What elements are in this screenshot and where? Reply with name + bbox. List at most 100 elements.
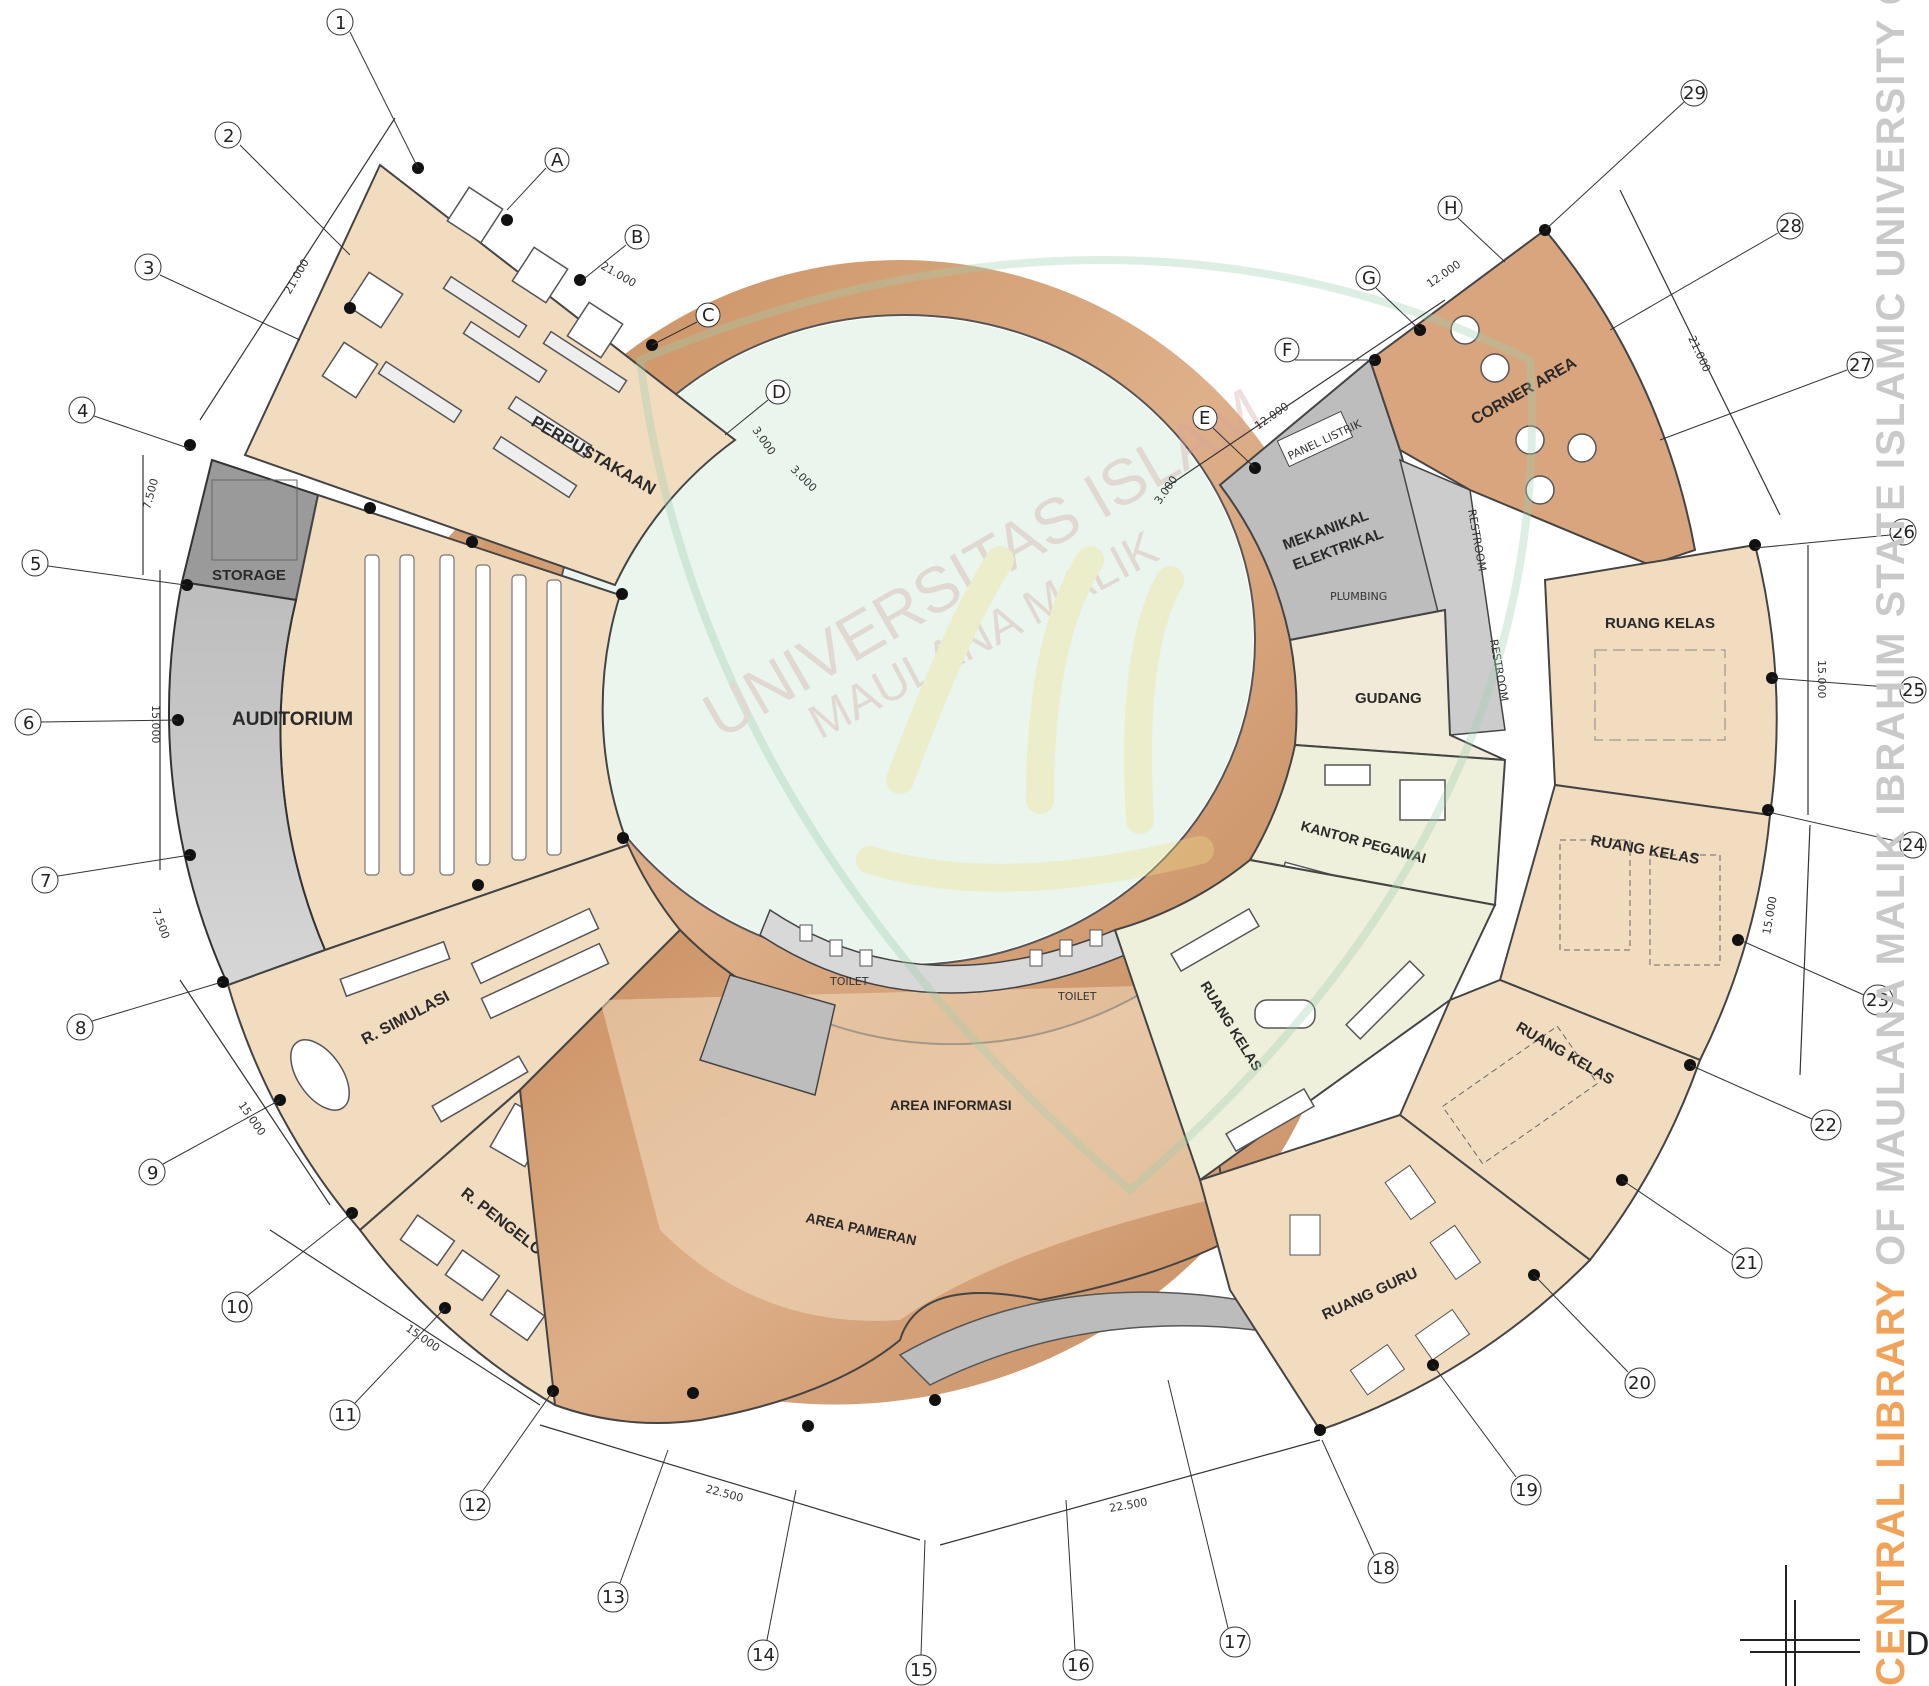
grid-bubble-28: 28 xyxy=(1609,212,1804,331)
svg-text:26: 26 xyxy=(1892,522,1915,543)
simulasi-desks xyxy=(339,907,610,1123)
dim-15000-r2: 15.000 xyxy=(1760,895,1779,935)
grid-bubble-7: 7 xyxy=(31,854,191,894)
grid-bubble-27: 27 xyxy=(1659,351,1874,441)
toilet-stalls xyxy=(799,924,1103,967)
grid-bubble-16: 16 xyxy=(1062,1499,1094,1681)
svg-text:A: A xyxy=(551,150,564,171)
dimension-lines xyxy=(142,117,1811,1546)
room-label-toilet-right: TOILET xyxy=(1057,990,1097,1003)
grid-bubble-21: 21 xyxy=(1621,1179,1763,1279)
watermark-side-orange: CENTRAL LIBRARY xyxy=(1869,1279,1913,1686)
svg-text:G: G xyxy=(1362,268,1376,289)
grid-letter-bubbles: A B C D E F G H xyxy=(506,147,1506,469)
kelas-3-desks xyxy=(1559,839,1721,966)
panel-listrik xyxy=(1276,410,1354,468)
grid-bubble-12: 12 xyxy=(459,1390,554,1521)
grid-bubble-18: 18 xyxy=(1321,1439,1399,1584)
svg-text:4: 4 xyxy=(77,401,88,422)
grid-bubble-2: 2 xyxy=(214,121,351,256)
stair-block xyxy=(699,974,836,1096)
grid-number-bubbles: 1 2 3 4 5 6 7 8 9 10 11 12 13 14 15 16 1… xyxy=(14,8,1927,1686)
svg-text:27: 27 xyxy=(1849,355,1872,376)
svg-text:8: 8 xyxy=(75,1018,86,1039)
dim-7500-b: 7.500 xyxy=(149,907,172,941)
svg-text:D: D xyxy=(772,382,786,403)
simulasi-meeting-table xyxy=(290,1039,350,1111)
room-label-toilet-left: TOILET xyxy=(829,975,869,988)
svg-text:18: 18 xyxy=(1372,1558,1395,1579)
svg-text:23: 23 xyxy=(1866,990,1889,1011)
svg-text:CENTRAL LIBRARY OF MAULANA MAL: CENTRAL LIBRARY OF MAULANA MALIK IBRAHIM… xyxy=(1869,0,1913,1686)
grid-bubble-A: A xyxy=(506,147,570,211)
grid-bubble-26: 26 xyxy=(1754,518,1917,549)
svg-text:10: 10 xyxy=(226,1297,249,1318)
svg-text:20: 20 xyxy=(1628,1373,1651,1394)
svg-text:7: 7 xyxy=(40,871,51,892)
grid-bubble-15: 15 xyxy=(905,1539,937,1686)
room-label-area-informasi: AREA INFORMASI xyxy=(890,1097,1012,1113)
svg-text:16: 16 xyxy=(1067,1655,1090,1676)
grid-bubble-14: 14 xyxy=(747,1489,797,1671)
library-shelves xyxy=(377,275,628,499)
section-marker xyxy=(1740,1565,1860,1686)
ruang-kelas-2-zone xyxy=(1543,543,1778,817)
grid-bubble-17: 17 xyxy=(1167,1379,1251,1658)
dim-15000-a: 15.000 xyxy=(149,705,162,744)
svg-text:24: 24 xyxy=(1902,835,1925,856)
watermark-side-grey: OF MAULANA MALIK IBRAHIM STATE ISLAMIC U… xyxy=(1869,0,1913,1279)
svg-text:9: 9 xyxy=(147,1163,158,1184)
dim-21000-top: 21.000 xyxy=(599,259,639,290)
room-label-gudang: GUDANG xyxy=(1355,690,1422,707)
ruang-guru-zone xyxy=(1198,1113,1592,1432)
courtyard-green-tint xyxy=(557,317,1253,963)
side-watermark: CENTRAL LIBRARY OF MAULANA MALIK IBRAHIM… xyxy=(1869,0,1913,1686)
grid-bubble-4: 4 xyxy=(68,396,189,449)
dim-12000-a: 12.000 xyxy=(1424,258,1463,291)
auditorium-seat-rows xyxy=(364,554,562,876)
grid-bubble-19: 19 xyxy=(1432,1364,1542,1506)
grid-bubble-10: 10 xyxy=(221,1212,353,1323)
svg-text:13: 13 xyxy=(602,1587,625,1608)
grid-bubble-1: 1 xyxy=(326,8,419,169)
grid-bubble-11: 11 xyxy=(329,1307,446,1431)
dim-15000-r1: 15.000 xyxy=(1815,660,1828,699)
grid-bubble-22: 22 xyxy=(1689,1064,1842,1141)
grid-bubble-24: 24 xyxy=(1767,811,1927,859)
kelas-2-desks xyxy=(1594,649,1726,741)
grid-bubble-C: C xyxy=(651,302,721,346)
gudang-zone xyxy=(1288,608,1506,761)
grid-bubble-H: H xyxy=(1437,195,1506,263)
svg-text:1: 1 xyxy=(335,13,346,34)
storage-seating-grid xyxy=(211,479,298,561)
perpustakaan-zone xyxy=(243,163,737,587)
grid-bubble-5: 5 xyxy=(21,549,186,586)
svg-text:14: 14 xyxy=(752,1645,775,1666)
corner-tables xyxy=(1450,315,1597,505)
svg-text:19: 19 xyxy=(1515,1480,1538,1501)
svg-text:C: C xyxy=(702,305,715,326)
svg-text:H: H xyxy=(1444,198,1458,219)
corner-area-zone xyxy=(1368,228,1697,567)
dim-21000-right: 21.000 xyxy=(1685,334,1713,374)
room-label-auditorium: AUDITORIUM xyxy=(232,709,353,730)
svg-text:15: 15 xyxy=(910,1660,933,1681)
kelas-4-desks xyxy=(1441,1025,1599,1165)
svg-text:25: 25 xyxy=(1902,680,1925,701)
grid-bubble-9: 9 xyxy=(138,1099,281,1186)
room-label-plumbing: PLUMBING xyxy=(1330,590,1387,603)
svg-text:3: 3 xyxy=(143,258,154,279)
svg-text:F: F xyxy=(1282,340,1292,361)
grid-bubble-20: 20 xyxy=(1533,1274,1656,1399)
svg-text:5: 5 xyxy=(30,554,41,575)
svg-text:22: 22 xyxy=(1814,1115,1837,1136)
grid-bubble-B: B xyxy=(579,224,650,283)
guru-desks xyxy=(1289,1164,1482,1396)
grid-bubble-25: 25 xyxy=(1771,676,1927,704)
grid-bubble-13: 13 xyxy=(597,1449,669,1613)
grid-bubble-6: 6 xyxy=(14,708,179,736)
svg-text:2: 2 xyxy=(223,126,234,147)
grid-bubble-29: 29 xyxy=(1544,79,1708,231)
svg-text:B: B xyxy=(631,227,643,248)
